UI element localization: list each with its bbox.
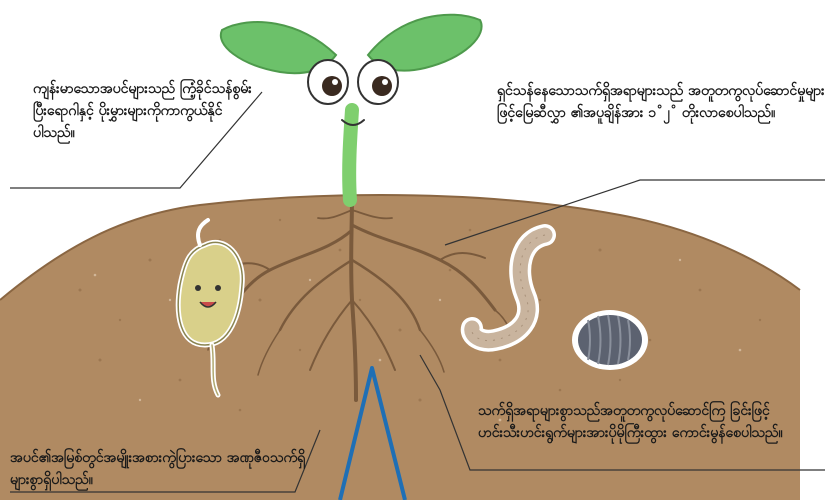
pillbug-icon [572,310,648,370]
caption-root-microbes: အပင်၏အမြစ်တွင်အမျိုးအစားကွဲပြားသော အဏုဇီ… [10,447,310,491]
eye-icon [308,60,398,104]
sprout-leaf-icon [221,15,482,74]
caption-vegetable-growth: သက်ရှိအရာများစွာသည်အတူတကွလုပ်ဆောင်ကြ ခြင… [478,400,818,444]
caption-soil-temperature: ရှင်သန်နေသောသက်ရှိအရာများသည် အတူတကွလုပ်ဆ… [497,80,827,124]
caption-healthy-plant: ကျန်းမာသောအပင်များသည် ကြံ့ခိုင်သန်စွမ်းပ… [33,78,263,144]
